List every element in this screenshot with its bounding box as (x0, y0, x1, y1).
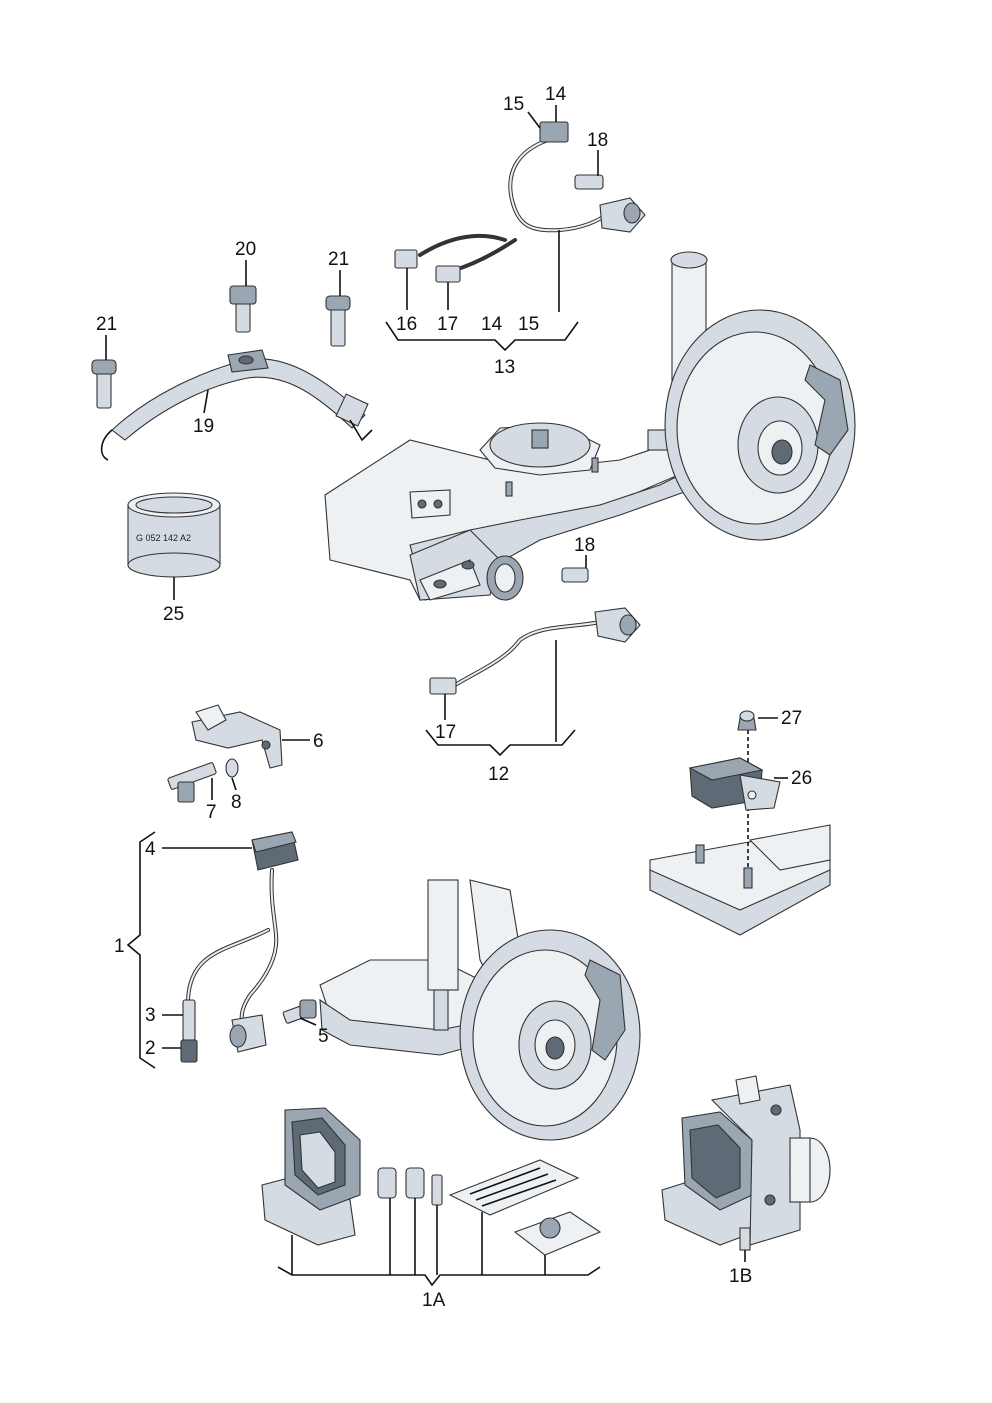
callout-6: 6 (313, 731, 324, 752)
brake-line-bracket (91, 285, 373, 461)
callout-1A: 1A (422, 1290, 446, 1311)
callout-1B: 1B (729, 1266, 752, 1287)
callout-8: 8 (231, 792, 242, 813)
leader-lines (105, 105, 788, 1287)
rear-axle-beam (324, 422, 691, 601)
ring-marking-text: G 052 142 A2 (136, 533, 191, 543)
callout-17: 17 (437, 314, 458, 335)
callout-14: 14 (545, 84, 567, 105)
callout-2: 2 (145, 1038, 156, 1059)
callout-14: 14 (481, 314, 503, 335)
front-sensor-harness (429, 567, 641, 695)
callout-3: 3 (145, 1005, 156, 1026)
rear-brake-disc (664, 309, 856, 541)
callout-21: 21 (328, 249, 349, 270)
abs-control-unit-kit (261, 1107, 602, 1256)
callout-20: 20 (235, 239, 256, 260)
abs-hydraulic-unit (661, 1075, 831, 1251)
callout-1: 1 (114, 936, 125, 957)
callout-4: 4 (145, 839, 156, 860)
callout-15: 15 (518, 314, 539, 335)
front-wheel-sensor (180, 831, 317, 1063)
callout-21: 21 (96, 314, 117, 335)
callout-12: 12 (488, 764, 509, 785)
callout-18: 18 (574, 535, 595, 556)
callout-15: 15 (503, 94, 524, 115)
callout-16: 16 (396, 314, 417, 335)
callout-19: 19 (193, 416, 214, 437)
callout-13: 13 (494, 357, 515, 378)
callout-17: 17 (435, 722, 456, 743)
callout-26: 26 (791, 768, 812, 789)
sensor-bracket-set (167, 704, 283, 803)
rear-sensor-harness (394, 121, 646, 283)
callout-5: 5 (318, 1026, 329, 1047)
yaw-sensor-mount (649, 710, 831, 936)
callout-7: 7 (206, 802, 217, 823)
callout-25: 25 (163, 604, 184, 625)
front-suspension (319, 879, 641, 1141)
callout-18: 18 (587, 130, 608, 151)
sensor-ring: G 052 142 A2 (127, 492, 221, 578)
callout-27: 27 (781, 708, 802, 729)
callout-labels: 14 15 18 16 17 14 15 13 20 21 21 19 25 1… (96, 84, 812, 1311)
